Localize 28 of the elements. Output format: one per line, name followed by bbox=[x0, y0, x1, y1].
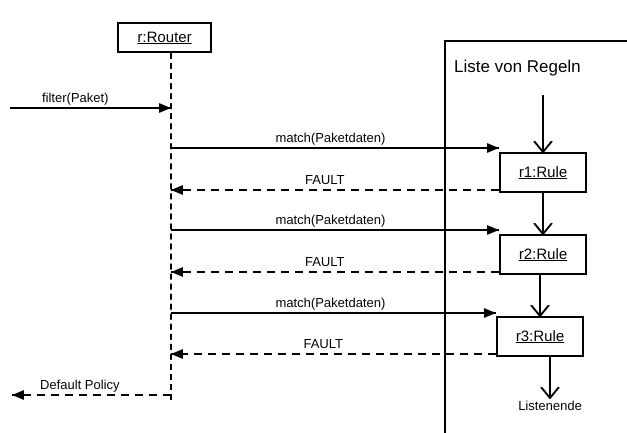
object-box: r3:Rule bbox=[496, 316, 584, 357]
lifeline bbox=[170, 53, 172, 400]
object-box: r:Router bbox=[117, 22, 212, 53]
arrow bbox=[10, 103, 171, 113]
edge-label: FAULT bbox=[303, 255, 346, 269]
arrow bbox=[530, 275, 550, 317]
arrow bbox=[533, 193, 553, 235]
edge-label: match(Paketdaten) bbox=[274, 296, 388, 310]
list-end-label: Listenende bbox=[506, 398, 594, 418]
arrow bbox=[171, 267, 499, 277]
edge-label: FAULT bbox=[302, 337, 345, 351]
object-box: r1:Rule bbox=[499, 152, 587, 193]
frame-title: Liste von Regeln bbox=[454, 57, 581, 77]
arrow bbox=[171, 349, 496, 359]
arrow bbox=[171, 185, 499, 195]
arrow bbox=[171, 308, 496, 318]
arrow bbox=[12, 390, 171, 400]
arrow bbox=[540, 357, 560, 399]
frame bbox=[444, 40, 627, 433]
edge-label: match(Paketdaten) bbox=[274, 213, 388, 227]
arrow bbox=[171, 225, 499, 235]
edge-label: FAULT bbox=[303, 173, 346, 187]
arrow bbox=[533, 95, 553, 153]
edge-label: Default Policy bbox=[38, 378, 122, 392]
object-box: r2:Rule bbox=[499, 234, 587, 275]
arrow bbox=[171, 143, 499, 153]
edge-label: match(Paketdaten) bbox=[274, 131, 388, 145]
edge-label: filter(Paket) bbox=[40, 91, 110, 105]
